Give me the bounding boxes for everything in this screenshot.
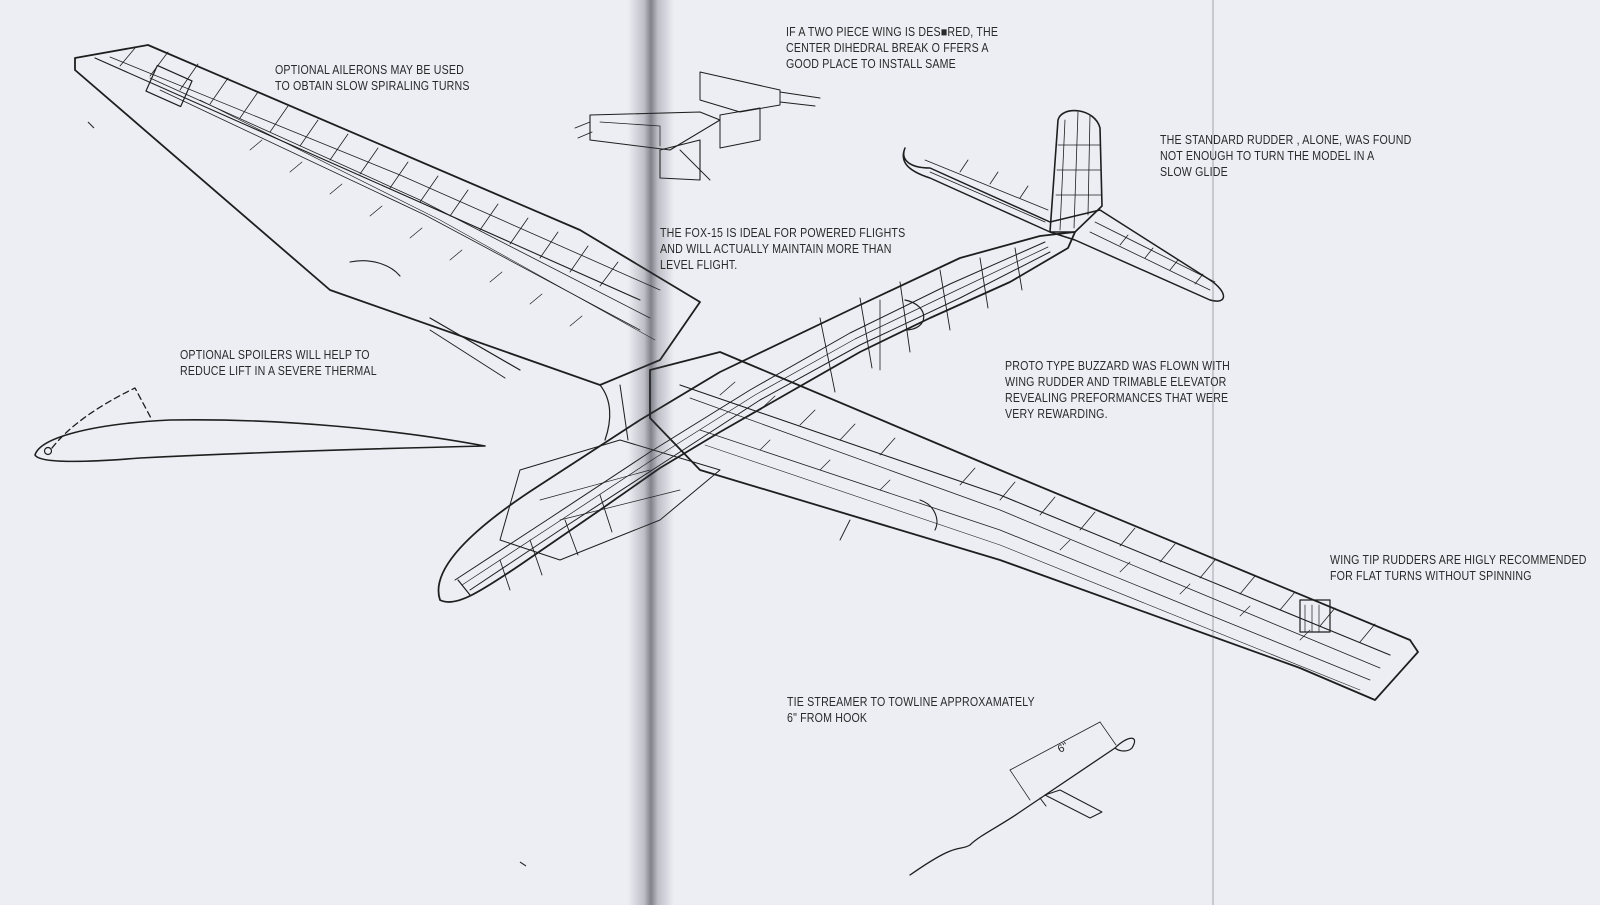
paper-fold xyxy=(628,0,674,905)
paper-crease xyxy=(1212,0,1214,905)
wing-underside xyxy=(499,439,721,561)
spoiler-airfoil xyxy=(34,387,486,463)
left-wing xyxy=(74,44,701,441)
fuselage xyxy=(437,231,1076,603)
wing-joiner-inset xyxy=(574,71,821,181)
dimension-label: 6" xyxy=(1056,740,1071,755)
towline-hook xyxy=(909,721,1136,876)
right-wing xyxy=(649,351,1419,701)
tail-assembly xyxy=(902,109,1225,302)
